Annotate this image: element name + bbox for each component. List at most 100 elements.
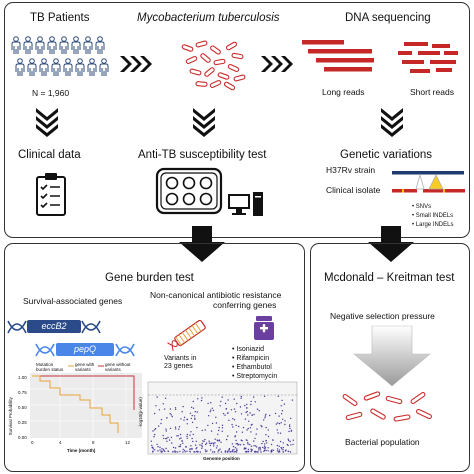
manhattan-point xyxy=(178,445,180,448)
manhattan-point xyxy=(152,430,154,432)
manhattan-point xyxy=(291,399,294,401)
bacterium-icon xyxy=(393,414,411,422)
manhattan-point xyxy=(235,424,237,427)
manhattan-point xyxy=(164,397,167,399)
manhattan-point xyxy=(246,450,248,452)
manhattan-point xyxy=(261,426,263,428)
manhattan-point xyxy=(179,433,182,436)
manhattan-point xyxy=(227,412,229,414)
clinical-data-label: Clinical data xyxy=(18,149,81,161)
km-xlabel: Time (month) xyxy=(67,448,96,453)
reference-strain-label: H37Rv strain xyxy=(326,165,376,175)
manhattan-point xyxy=(192,433,194,436)
manhattan-point xyxy=(166,440,168,442)
km-ylabel: Survival Probability xyxy=(7,397,13,436)
manhattan-point xyxy=(186,418,189,421)
person-icon xyxy=(87,58,97,76)
manhattan-point xyxy=(270,443,273,446)
manhattan-point xyxy=(210,402,212,404)
variation-type-large-indel: • Large INDELs xyxy=(412,222,454,228)
manhattan-point xyxy=(205,443,207,446)
manhattan-point xyxy=(231,443,234,445)
manhattan-point xyxy=(222,413,225,415)
well-plate-computer-icon xyxy=(155,167,263,216)
manhattan-point xyxy=(153,429,156,431)
manhattan-point xyxy=(213,443,215,445)
bacterium-icon xyxy=(342,394,358,406)
manhattan-point xyxy=(168,439,171,441)
manhattan-point xyxy=(250,403,252,406)
manhattan-point xyxy=(171,442,173,444)
manhattan-point xyxy=(233,419,236,421)
gene-burden-title: Gene burden test xyxy=(105,272,194,284)
manhattan-point xyxy=(267,435,270,438)
bacterial-population-icon xyxy=(342,391,432,422)
manhattan-point xyxy=(170,414,173,416)
bacterium-icon xyxy=(227,63,240,73)
km-xtick-2: 4 xyxy=(59,440,62,445)
manhattan-point xyxy=(251,449,253,451)
manhattan-point xyxy=(247,414,249,416)
manhattan-point xyxy=(181,411,183,413)
manhattan-point xyxy=(159,446,161,448)
km-xtick-4: 12 xyxy=(125,440,131,445)
manhattan-point xyxy=(219,448,221,450)
arrow-right-1-icon xyxy=(120,56,152,72)
manhattan-point xyxy=(288,425,291,428)
manhattan-point xyxy=(174,426,177,428)
mk-test-panel xyxy=(310,243,470,472)
manhattan-point xyxy=(248,420,250,422)
manhattan-point xyxy=(244,451,247,453)
manhattan-point xyxy=(241,431,244,433)
manhattan-point xyxy=(221,396,223,398)
manhattan-point xyxy=(220,400,222,403)
manhattan-point xyxy=(204,438,206,441)
manhattan-point xyxy=(288,430,290,433)
bacterium-icon xyxy=(410,392,426,404)
manhattan-point xyxy=(285,449,287,451)
bacterium-icon xyxy=(416,408,432,420)
manhattan-point xyxy=(280,413,283,415)
manhattan-point xyxy=(234,451,236,453)
manhattan-point xyxy=(235,451,238,453)
manhattan-point xyxy=(232,426,234,428)
bacterium-icon xyxy=(345,411,363,421)
manhattan-point xyxy=(247,442,249,444)
manhattan-point xyxy=(199,451,201,453)
genetic-variations-label: Genetic variations xyxy=(340,149,433,161)
top-panel xyxy=(4,2,470,238)
tb-patients-title: TB Patients xyxy=(30,12,90,24)
manhattan-point xyxy=(151,444,153,447)
manhattan-point xyxy=(179,450,181,453)
manhattan-point xyxy=(186,433,188,436)
manhattan-plot xyxy=(147,381,298,455)
manhattan-point xyxy=(160,422,162,425)
manhattan-point xyxy=(159,449,161,451)
variation-type-snv: • SNVs xyxy=(412,204,432,210)
bacterium-icon xyxy=(223,81,236,91)
manhattan-point xyxy=(236,449,238,452)
km-ytick-4: 0.25 xyxy=(18,420,27,425)
manhattan-point xyxy=(197,450,199,453)
manhattan-point xyxy=(193,451,195,453)
bacterium-icon xyxy=(204,67,215,77)
person-icon xyxy=(23,36,33,54)
manhattan-point xyxy=(235,431,238,433)
km-plot xyxy=(30,373,142,438)
manhattan-point xyxy=(210,430,213,432)
manhattan-point xyxy=(245,439,248,441)
bacterium-icon xyxy=(195,40,208,48)
manhattan-point xyxy=(221,430,223,432)
manhattan-point xyxy=(195,448,197,450)
selection-arrow-icon xyxy=(353,325,431,387)
manhattan-point xyxy=(272,439,274,441)
manhattan-point xyxy=(247,451,249,453)
manhattan-point xyxy=(277,422,279,424)
manhattan-point xyxy=(267,450,269,452)
manhattan-point xyxy=(211,422,214,425)
manhattan-point xyxy=(239,444,242,446)
manhattan-point xyxy=(192,440,194,443)
manhattan-point xyxy=(154,433,156,436)
person-icon xyxy=(47,36,57,54)
manhattan-point xyxy=(224,414,226,416)
